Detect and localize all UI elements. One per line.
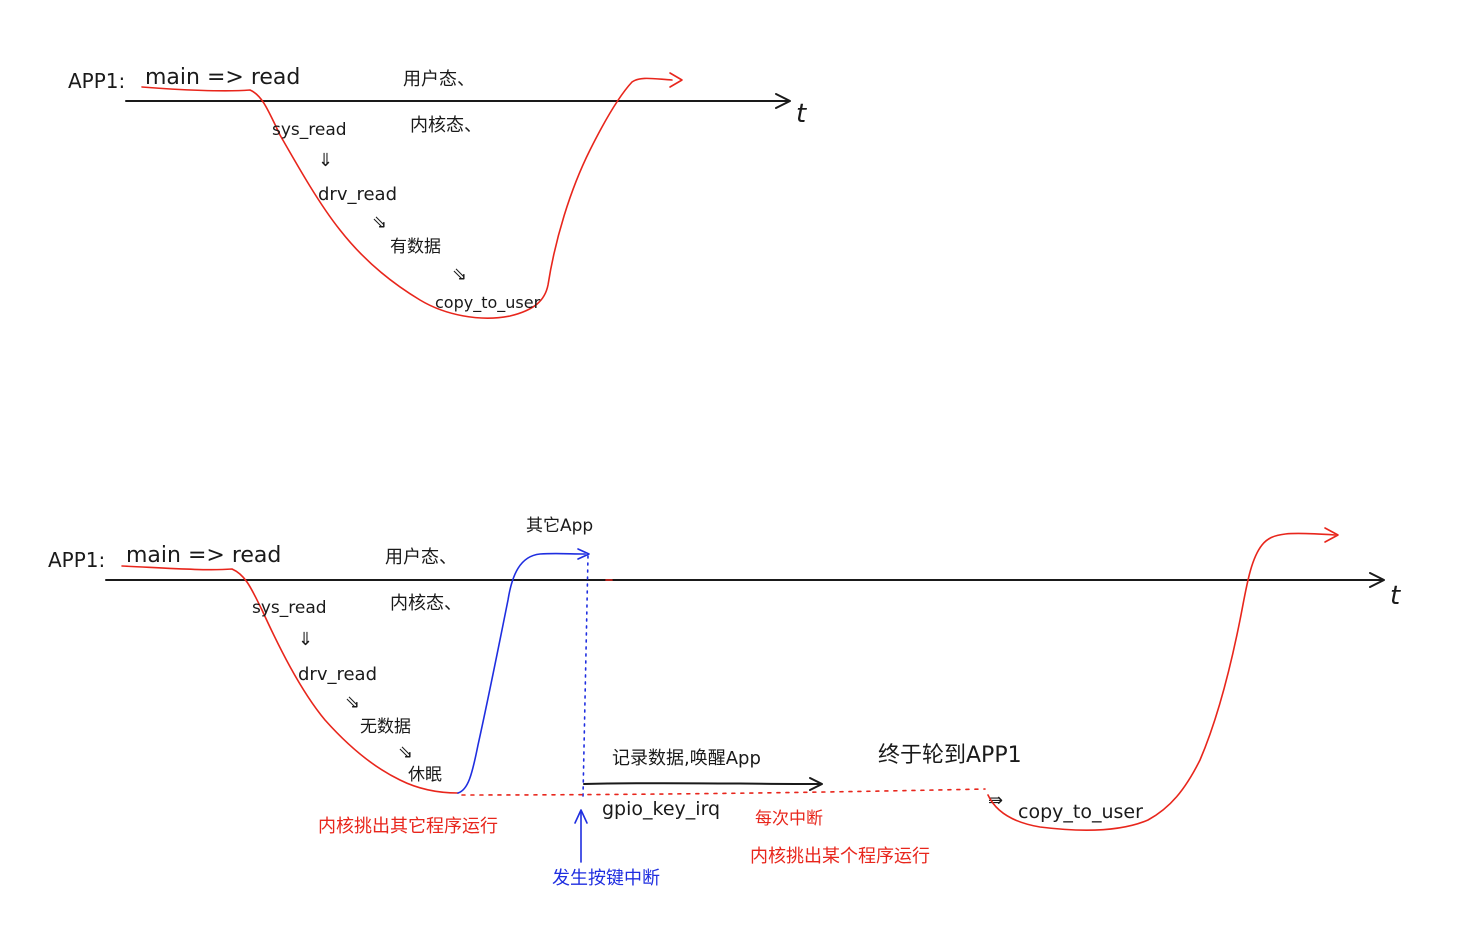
app1-sleep-curve: [121, 565, 459, 794]
step-sys-read-2: sys_read: [252, 598, 327, 618]
other-app-label: 其它App: [526, 516, 593, 536]
diagram-2: t APP1: main => read 用户态、 内核态、 其它App sys…: [48, 516, 1401, 889]
key-interrupt-label: 发生按键中断: [552, 868, 660, 889]
finally-app1-label: 终于轮到APP1: [878, 743, 1022, 768]
step-sys-read-1: sys_read: [272, 120, 347, 140]
step-drv-read-1: drv_read: [318, 184, 397, 205]
step-drv-read-2: drv_read: [298, 664, 377, 685]
double-arrow-1b: ⇘: [372, 212, 387, 233]
user-mode-label-1: 用户态、: [403, 69, 475, 90]
step-copy-to-user-2: copy_to_user: [1018, 801, 1143, 823]
double-arrow-2a: ⇓: [298, 629, 313, 650]
kernel-schedule-other-note: 内核挑出其它程序运行: [318, 816, 498, 837]
axis-label-t-2: t: [1390, 581, 1401, 611]
every-interrupt-note: 每次中断: [755, 809, 823, 829]
step-no-data-2: 无数据: [360, 717, 411, 737]
double-arrow-2d: ⇛: [988, 790, 1003, 811]
other-app-curve: [457, 552, 586, 794]
diagram-1: t APP1: main => read 用户态、 内核态、 sys_read …: [68, 65, 807, 319]
main-read-label-1: main => read: [145, 65, 300, 90]
double-arrow-1c: ⇘: [452, 264, 467, 285]
isr-arrowhead: [809, 777, 823, 791]
gpio-key-irq-label: gpio_key_irq: [602, 798, 720, 820]
kernel-schedule-some-note: 内核挑出某个程序运行: [750, 846, 930, 867]
main-read-label-2: main => read: [126, 543, 281, 568]
interrupt-dotted-line: [582, 555, 589, 797]
time-axis-arrowhead-1: [775, 93, 791, 109]
record-wake-label: 记录数据,唤醒App: [612, 748, 761, 769]
key-interrupt-arrowhead: [574, 809, 588, 824]
app1-return-curve: [987, 532, 1336, 831]
kernel-mode-label-2: 内核态、: [390, 593, 462, 614]
app1-label-2: APP1:: [48, 548, 105, 572]
double-arrow-2c: ⇘: [398, 742, 413, 763]
user-mode-label-2: 用户态、: [385, 547, 457, 568]
isr-arrow: [583, 782, 821, 785]
other-app-arrowhead: [577, 548, 590, 560]
kernel-dotted-timeline: [461, 788, 986, 796]
step-sleep-2: 休眠: [408, 765, 442, 785]
step-has-data-1: 有数据: [390, 237, 441, 257]
execution-flow-curve-1: [141, 77, 673, 319]
app1-label-1: APP1:: [68, 69, 125, 93]
axis-label-t-1: t: [796, 99, 807, 129]
step-copy-to-user-1: copy_to_user: [435, 293, 541, 313]
time-axis-arrowhead-2: [1369, 572, 1385, 588]
double-arrow-2b: ⇘: [345, 692, 360, 713]
double-arrow-1a: ⇓: [318, 150, 333, 171]
app1-return-arrowhead: [1324, 527, 1339, 543]
execution-flow-arrowhead-1: [669, 72, 683, 88]
kernel-mode-label-1: 内核态、: [410, 115, 482, 136]
